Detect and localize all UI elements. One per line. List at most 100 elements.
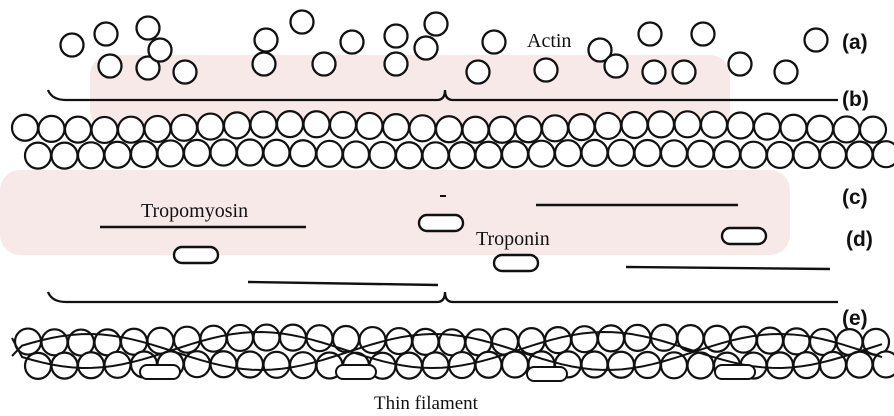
troponin-in-filament — [140, 365, 180, 379]
actin-monomer — [313, 53, 336, 76]
actin-subunit — [714, 141, 740, 167]
actin-subunit — [741, 142, 767, 168]
actin-subunit — [25, 353, 51, 379]
actin-subunit — [542, 115, 568, 141]
actin-subunit — [304, 111, 330, 137]
actin-monomer — [341, 31, 364, 54]
tropomyosin-line — [248, 282, 438, 285]
actin-subunit — [227, 325, 253, 351]
actin-subunit — [198, 114, 224, 140]
actin-monomer — [385, 53, 408, 76]
actin-subunit — [65, 117, 91, 143]
actin-subunit — [330, 112, 356, 138]
actin-monomer — [149, 39, 172, 62]
thin-filament-assembly — [12, 325, 894, 381]
actin-monomer — [174, 61, 197, 84]
actin-subunit — [370, 142, 396, 168]
actin-subunit — [608, 140, 634, 166]
watermark-band — [0, 170, 790, 255]
thin-filament-label: Thin filament — [374, 393, 478, 415]
actin-subunit — [360, 327, 386, 353]
actin-monomer — [467, 61, 490, 84]
actin-monomer — [95, 23, 118, 46]
actin-subunit — [211, 140, 237, 166]
troponin-label: Troponin — [476, 228, 550, 251]
actin-subunit — [834, 116, 860, 142]
actin-subunit — [131, 141, 157, 167]
panel-letter-d: (d) — [846, 228, 873, 252]
actin-subunit — [264, 140, 290, 166]
actin-subunit — [413, 329, 439, 355]
actin-monomer — [805, 29, 828, 52]
actin-subunit — [105, 142, 131, 168]
actin-subunit — [781, 115, 807, 141]
troponin-complex — [419, 215, 463, 231]
actin-monomer — [535, 59, 558, 82]
actin-subunit — [383, 114, 409, 140]
actin-subunit — [807, 116, 833, 142]
panel-letter-c: (c) — [842, 186, 868, 210]
actin-subunit — [873, 141, 894, 167]
actin-subunit — [277, 111, 303, 137]
panel-letter-a: (a) — [842, 31, 868, 55]
actin-subunit — [582, 140, 608, 166]
troponin-in-filament — [336, 365, 376, 379]
actin-monomer — [99, 55, 122, 78]
actin-monomer — [483, 31, 506, 54]
actin-monomer — [253, 53, 276, 76]
actin-subunit — [572, 326, 598, 352]
actin-subunit — [343, 141, 369, 167]
actin-subunit — [516, 116, 542, 142]
actin-subunit — [237, 351, 263, 377]
actin-subunit — [595, 113, 621, 139]
brace-e — [48, 292, 838, 302]
actin-subunit — [145, 116, 171, 142]
actin-label: Actin — [527, 30, 571, 53]
actin-monomer — [692, 23, 715, 46]
actin-subunit — [635, 140, 661, 166]
actin-subunit — [847, 352, 873, 378]
actin-monomer — [291, 11, 314, 34]
actin-subunit — [754, 114, 780, 140]
actin-subunit — [171, 115, 197, 141]
brace-line — [48, 292, 838, 302]
actin-subunit — [651, 325, 677, 351]
actin-subunit — [118, 117, 144, 143]
troponin-in-filament — [527, 367, 567, 381]
actin-subunit — [767, 142, 793, 168]
panel-letter-b: (b) — [842, 88, 869, 112]
actin-subunit — [423, 142, 449, 168]
actin-subunit — [489, 117, 515, 143]
actin-subunit — [78, 352, 104, 378]
tropomyosin-line — [626, 267, 830, 269]
actin-subunit — [317, 141, 343, 167]
actin-subunit — [502, 352, 528, 378]
actin-subunit — [92, 117, 118, 143]
actin-subunit — [42, 329, 68, 355]
actin-subunit — [39, 116, 65, 142]
actin-subunit — [423, 352, 449, 378]
actin-subunit — [436, 116, 462, 142]
actin-subunit — [237, 140, 263, 166]
actin-subunit — [52, 143, 78, 169]
actin-subunit — [847, 142, 873, 168]
actin-subunit — [598, 325, 624, 351]
actin-subunit — [688, 141, 714, 167]
actin-monomer — [385, 25, 408, 48]
actin-subunit — [410, 115, 436, 141]
actin-subunit — [12, 115, 38, 141]
actin-subunit — [794, 142, 820, 168]
actin-subunit — [555, 140, 581, 166]
actin-subunit — [224, 112, 250, 138]
actin-subunit — [386, 328, 412, 354]
actin-subunit — [820, 352, 846, 378]
troponin-complex — [494, 255, 538, 271]
actin-monomer — [639, 23, 662, 46]
actin-subunit — [184, 351, 210, 377]
actin-monomer — [415, 37, 438, 60]
actin-subunit — [569, 114, 595, 140]
actin-monomer — [673, 61, 696, 84]
actin-subunit — [158, 140, 184, 166]
actin-subunit — [582, 352, 608, 378]
